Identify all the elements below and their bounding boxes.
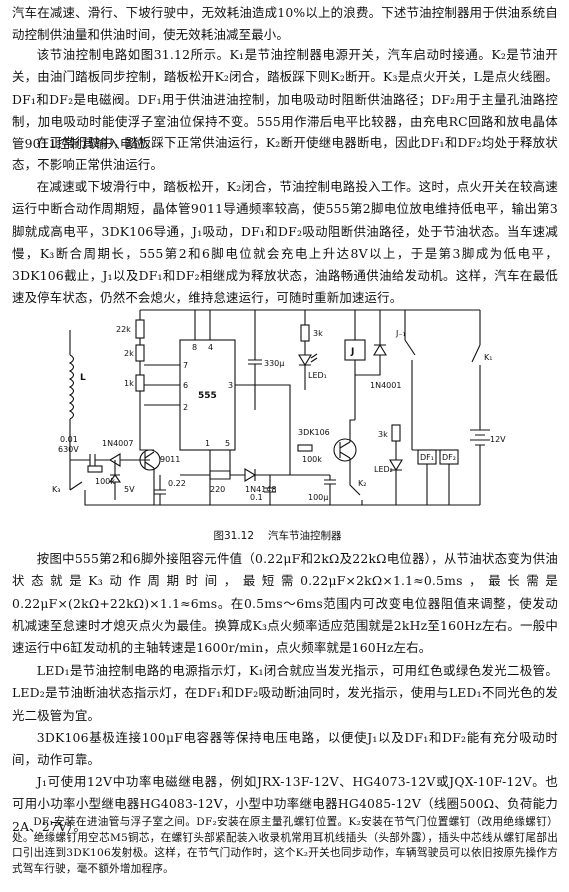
figure-title: 汽车节油控制器 [268,530,342,542]
res-100k-label: 100k [95,477,115,486]
res-3k-bottom-label: 3k [378,430,388,439]
cap-001-label: 0.01 [60,435,78,444]
circuit-diagram: L 0.01 630V 1N4007 100k 5V K₃ 9011 0.22 … [52,309,506,506]
led1-label: LED₁ [308,371,327,380]
paragraph-timing: 按图中555第2和6脚外接阻容元件值（0.22μF和2kΩ及22kΩ电位器），从… [12,551,558,656]
j-contact-label: J₋₁ [395,329,406,338]
paragraph-circuit-description: 该节油控制电路如图31.12所示。K₁是节油控制器电源开关，汽车启动时接通。K₂… [12,47,558,152]
res-100k-b-label: 100k [302,455,322,464]
cap-100u-label: 100μ [308,493,328,502]
pin-8: 8 [192,343,197,352]
figure-number: 图31.12 [213,530,255,542]
zener-label: 5V [124,485,135,494]
cap-022-label: 0.22 [168,479,186,488]
pin-3: 3 [228,381,233,390]
pin-4: 4 [208,343,213,352]
diode-4007-label: 1N4007 [102,439,133,448]
paragraph-leds: LED₁是节油控制电路的电源指示灯，K₁闭合就应当发光指示，可用红色或绿色发光二… [12,663,558,723]
paragraph-installation: DF₁安装在进油管与浮子室之间。DF₂安装在原主量孔螺钉位置。K₂安装在节气门位… [12,816,558,875]
df2-label: DF₂ [442,453,456,462]
paragraph-normal-driving: 在正常行驶中，踏板踩下正常供油运行，K₂断开使继电器断电，因此DF₁和DF₂均处… [12,135,558,173]
relay-label: J [350,347,354,357]
res-3k-top-label: 3k [313,329,323,338]
transistor-9011-label: 9011 [160,455,180,464]
diode-4148-label: 1N4148 [245,485,276,494]
volt-630-label: 630V [58,445,79,454]
pin-1: 1 [205,439,210,448]
paragraph-intro: 汽车在减速、滑行、下坡行驶中，无效耗油造成10%以上的浪费。下述节油控制器用于供… [12,5,558,43]
paragraph-relay: J₁可使用12V中功率电磁继电器，例如JRX-13F-12V、HG4073-12… [12,774,558,834]
cap-330-label: 330μ [264,359,284,368]
ic-555-label: 555 [198,391,217,401]
k3-label: K₃ [52,485,60,494]
diode-4001-label: 1N4001 [370,381,401,390]
cap-01-label: 0.1 [250,493,263,502]
pin-7: 7 [183,361,188,370]
df1-label: DF₁ [420,453,434,462]
k2-label: K₂ [358,479,366,488]
transistor-3dk106-label: 3DK106 [298,428,330,437]
res-1k-label: 1k [124,379,134,388]
pin-5: 5 [225,439,230,448]
figure-caption: 图31.12 汽车节油控制器 [0,528,569,543]
paragraph-3dk106: 3DK106基极连接100μF电容器等保持电压电路，以便使J₁以及DF₁和DF₂… [12,730,558,768]
res-220-label: 220 [210,485,225,494]
led2-label: LED₂ [374,465,393,474]
pin-2: 2 [183,403,188,412]
res-2k-label: 2k [124,349,134,358]
k1-label: K₁ [484,353,492,362]
pot-22k-label: 22k [116,325,131,334]
voltage-12v-label: 12V [490,435,506,444]
paragraph-coasting: 在减速或下坡滑行中，踏板松开，K₂闭合，节油控制电路投入工作。这时，点火开关在较… [12,179,558,306]
coil-label: L [80,373,86,383]
pin-6: 6 [183,381,188,390]
